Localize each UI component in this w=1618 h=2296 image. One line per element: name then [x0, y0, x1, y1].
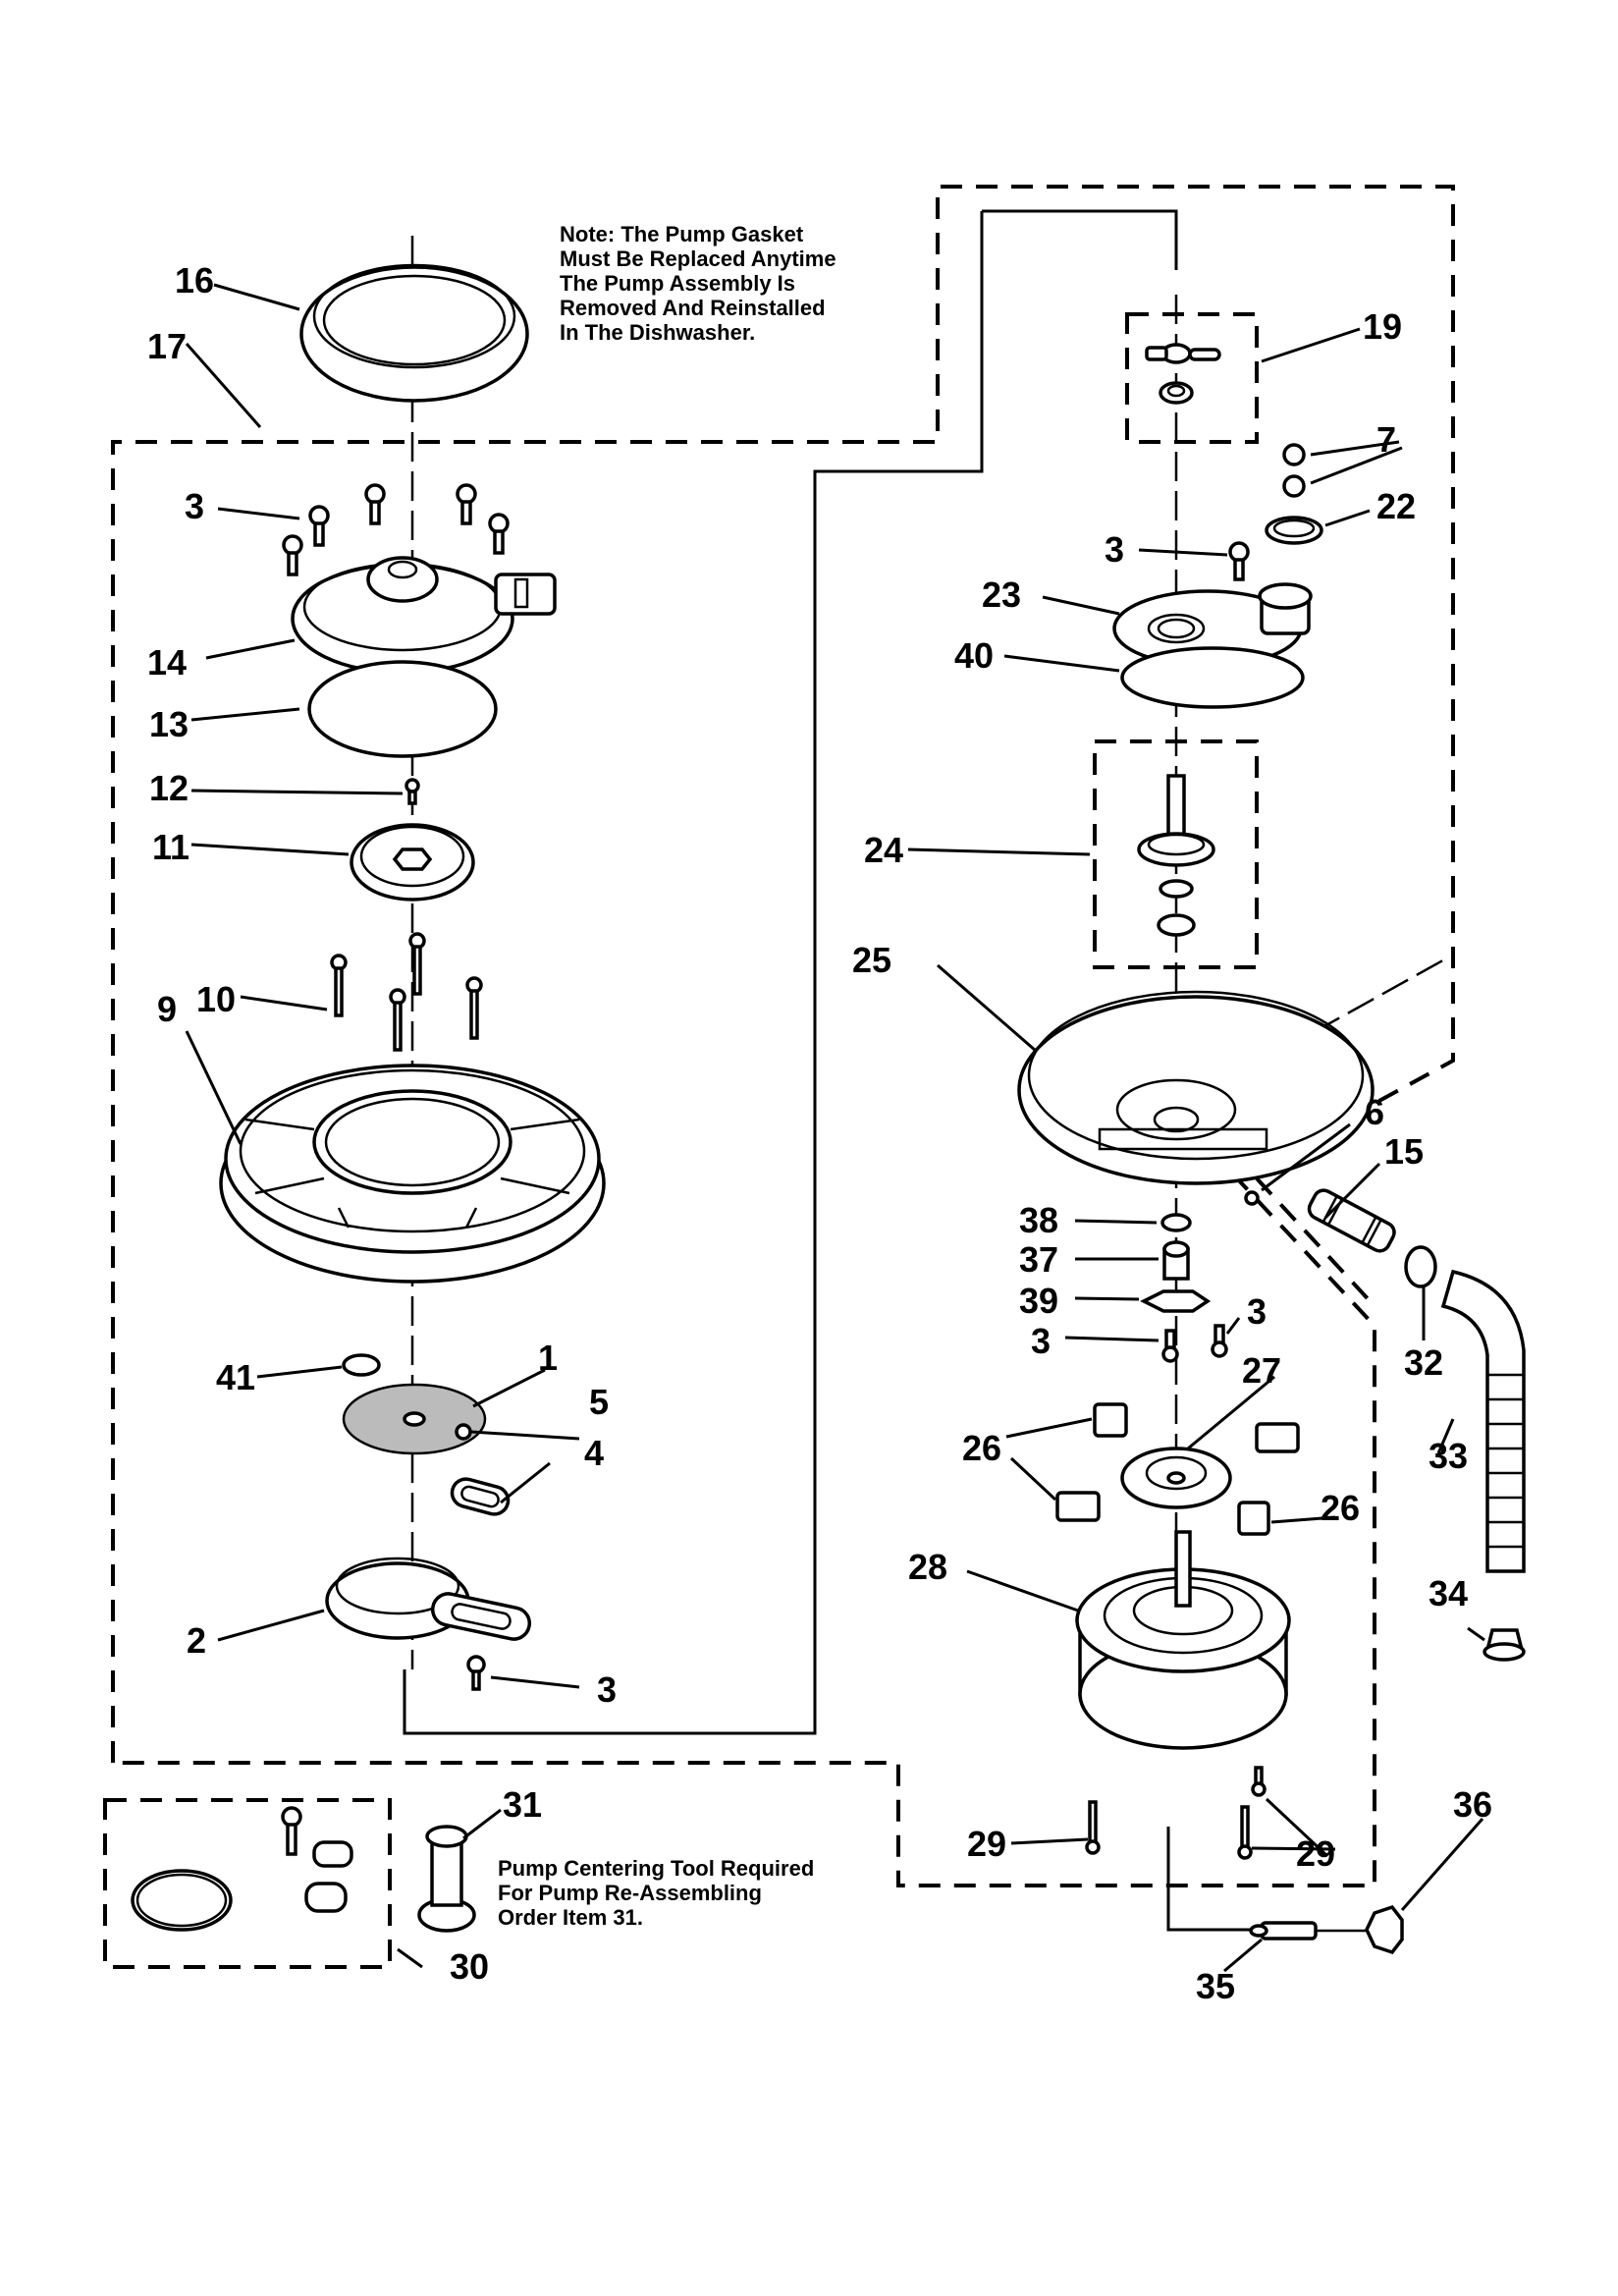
callout-6: 6: [1365, 1092, 1384, 1132]
part-37-seal: [1162, 1240, 1190, 1281]
callout-3: 3: [597, 1669, 617, 1710]
callout-23: 23: [982, 574, 1021, 615]
part-32-clamp: [1404, 1245, 1437, 1288]
part-22-ring: [1265, 516, 1323, 545]
callout-40: 40: [954, 635, 994, 676]
callout-41: 41: [216, 1357, 255, 1397]
callout-29: 29: [967, 1824, 1006, 1864]
callout-28: 28: [908, 1547, 947, 1587]
callout-2: 2: [187, 1620, 206, 1661]
connector-line: [403, 209, 1178, 1735]
part-7-ball-lower: [1282, 474, 1306, 498]
part-26-brackets: [1055, 1402, 1300, 1536]
callout-33: 33: [1429, 1436, 1468, 1476]
callout-3: 3: [1031, 1321, 1051, 1361]
part-7-ball-upper: [1282, 443, 1306, 466]
callout-12: 12: [149, 768, 189, 808]
part-16-gasket: [299, 263, 529, 403]
callout-19: 19: [1363, 306, 1402, 347]
callout-4: 4: [584, 1433, 604, 1473]
callout-35: 35: [1196, 1966, 1235, 2006]
part-5-ball: [455, 1423, 472, 1441]
part-14-pump-housing: [291, 556, 557, 675]
gasket-note-line: The Pump Assembly Is: [560, 271, 796, 296]
part-1-filter-screen: [342, 1383, 487, 1455]
part-3-screws-lower-right: [1161, 1324, 1228, 1363]
tool-note-line: For Pump Re-Assembling: [498, 1881, 762, 1905]
callout-30: 30: [450, 1946, 489, 1987]
callout-9: 9: [157, 989, 177, 1029]
callout-15: 15: [1384, 1131, 1424, 1172]
part-28-motor: [1075, 1530, 1291, 1750]
part-35-sensor: [1249, 1921, 1318, 1941]
part-39-plate: [1140, 1289, 1212, 1313]
callout-22: 22: [1376, 486, 1416, 526]
gasket-note-line: Note: The Pump Gasket: [560, 222, 804, 246]
callout-38: 38: [1019, 1200, 1058, 1240]
part-19-linkage: [1145, 343, 1221, 405]
part-6-oring: [1244, 1190, 1260, 1206]
tool-note-line: Pump Centering Tool Required: [498, 1856, 815, 1881]
part-15-check-valve: [1307, 1188, 1396, 1253]
callout-26: 26: [962, 1428, 1001, 1468]
callout-7: 7: [1376, 419, 1396, 460]
callout-25: 25: [852, 940, 891, 980]
callout-39: 39: [1019, 1281, 1058, 1321]
part-27-slinger: [1120, 1447, 1232, 1509]
gasket-note-line: Removed And Reinstalled: [560, 296, 826, 320]
callout-13: 13: [149, 704, 189, 744]
callout-24: 24: [864, 830, 903, 870]
callout-26: 26: [1321, 1488, 1360, 1528]
part-25-pump-bowl: [1017, 990, 1375, 1185]
subassembly-19-box: [1125, 312, 1259, 444]
callout-37: 37: [1019, 1239, 1058, 1280]
callout-16: 16: [175, 260, 214, 301]
gasket-note-line: In The Dishwasher.: [560, 320, 756, 345]
part-38-oring: [1160, 1213, 1192, 1232]
kit-30-box: [103, 1798, 392, 1969]
hose-ribs: [1487, 1373, 1524, 1549]
gasket-note-line: Must Be Replaced Anytime: [560, 246, 836, 271]
part-3-screw-right: [1228, 541, 1250, 581]
callout-3: 3: [185, 486, 204, 526]
tool-note: Pump Centering Tool Required For Pump Re…: [498, 1856, 814, 1930]
part-12-bolt: [404, 778, 420, 805]
part-40-gasket: [1120, 646, 1305, 709]
callout-11: 11: [152, 827, 189, 867]
callout-31: 31: [503, 1784, 542, 1825]
part-2-chopper-housing: [325, 1557, 532, 1641]
part-24-shaft-assembly: [1137, 774, 1215, 937]
part-10-screws: [330, 932, 483, 1052]
callout-5: 5: [589, 1382, 609, 1422]
part-9-pump-base: [219, 1064, 606, 1284]
leader-lines: [185, 283, 1485, 1973]
callout-10: 10: [196, 979, 236, 1019]
part-4-gasket: [450, 1477, 511, 1516]
callout-32: 32: [1404, 1342, 1443, 1383]
callout-34: 34: [1429, 1573, 1468, 1613]
part-41-washer: [342, 1353, 381, 1377]
kit-30-contents: [131, 1806, 353, 1932]
callout-36: 36: [1453, 1784, 1492, 1825]
part-34-cap: [1483, 1628, 1526, 1662]
part-33-drain-hose: [1440, 1269, 1526, 1573]
callout-29: 29: [1296, 1833, 1335, 1874]
tool-note-line: Order Item 31.: [498, 1905, 643, 1930]
part-31-centering-tool: [417, 1825, 476, 1933]
part-11-impeller: [350, 823, 475, 902]
part-29-screws: [1085, 1766, 1267, 1860]
gasket-note: Note: The Pump Gasket Must Be Replaced A…: [560, 222, 836, 345]
callout-14: 14: [147, 642, 187, 683]
drain-axis-lower: [1255, 1176, 1376, 1308]
callout-1: 1: [538, 1338, 558, 1378]
part-13-oring: [307, 660, 498, 758]
callout-3: 3: [1105, 529, 1124, 570]
callout-3: 3: [1247, 1291, 1267, 1332]
callout-27: 27: [1242, 1350, 1281, 1391]
motor-bottom-leader: [1166, 1827, 1262, 1932]
callout-17: 17: [147, 326, 187, 366]
part-3-screw-lower: [466, 1655, 486, 1691]
part-36-knob: [1316, 1904, 1404, 1955]
part-3-screws-top: [282, 483, 510, 576]
